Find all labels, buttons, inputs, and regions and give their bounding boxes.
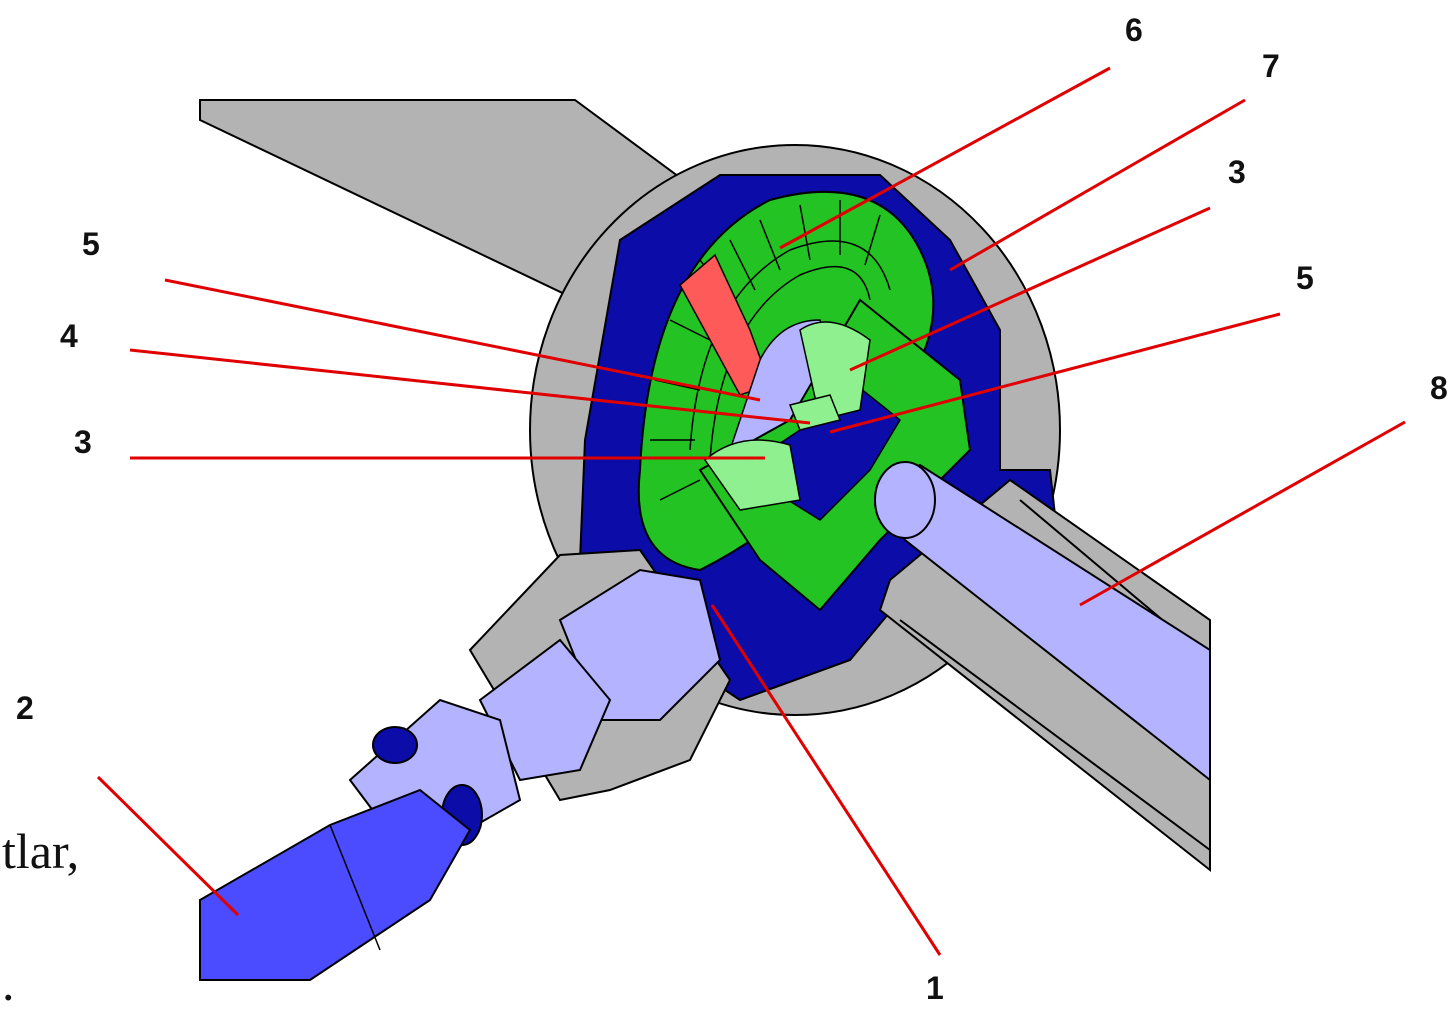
leader-6 bbox=[779, 66, 1111, 250]
ring-gear-red-tooth bbox=[679, 253, 771, 396]
label-5-left: 5 bbox=[82, 226, 100, 262]
label-4: 4 bbox=[60, 318, 78, 354]
cropped-text-punct: . bbox=[2, 955, 15, 1011]
leader-1 bbox=[710, 604, 942, 956]
label-2: 2 bbox=[16, 690, 34, 726]
leader-5-right bbox=[829, 312, 1281, 434]
u-joint-pin bbox=[372, 726, 418, 764]
leader-8 bbox=[1079, 420, 1406, 607]
axle-tube-right-edge2 bbox=[899, 619, 1211, 851]
label-1: 1 bbox=[926, 970, 944, 1006]
label-3-lower: 3 bbox=[74, 424, 92, 460]
leader-lines bbox=[96, 66, 1406, 956]
leader-3-upper bbox=[849, 206, 1211, 372]
cropped-text-word: tlar, bbox=[2, 823, 80, 879]
label-3-upper: 3 bbox=[1228, 154, 1246, 190]
leader-2 bbox=[96, 775, 240, 917]
half-shaft-8-end bbox=[874, 461, 936, 539]
leader-5-left bbox=[164, 278, 761, 402]
label-5-right: 5 bbox=[1296, 260, 1314, 296]
label-7: 7 bbox=[1262, 48, 1280, 84]
leader-4 bbox=[129, 348, 811, 425]
label-6: 6 bbox=[1125, 12, 1143, 48]
leader-7 bbox=[949, 98, 1246, 272]
propeller-shaft-2 bbox=[199, 788, 472, 981]
pinion-sleeve bbox=[478, 638, 612, 782]
pinion-gear-3-upper bbox=[799, 321, 871, 421]
label-8: 8 bbox=[1430, 370, 1448, 406]
